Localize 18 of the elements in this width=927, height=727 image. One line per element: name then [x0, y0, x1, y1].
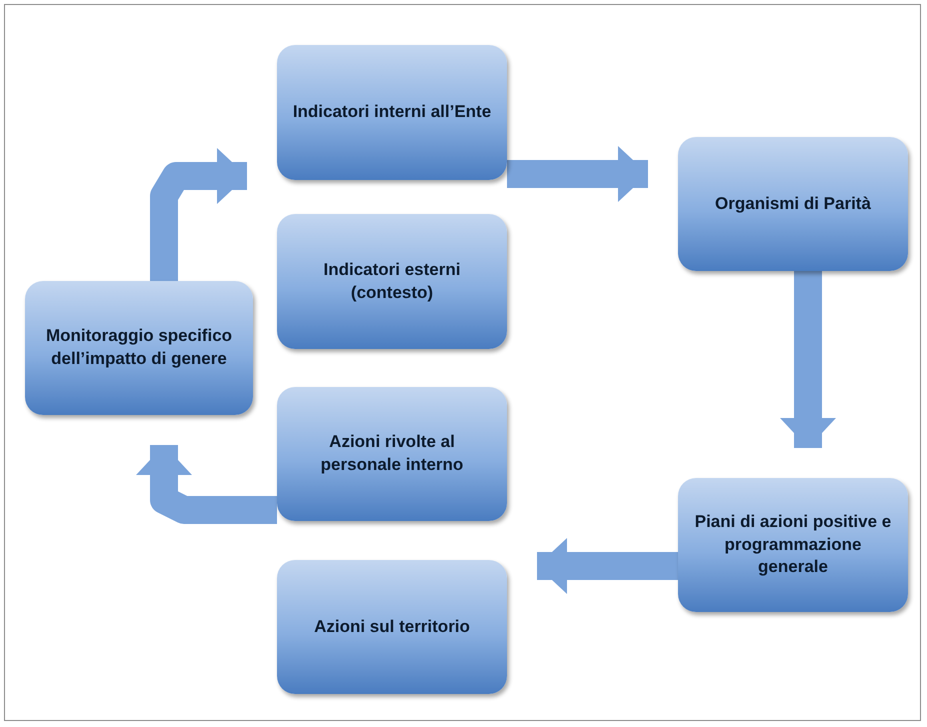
block-arrow [780, 271, 836, 448]
rounded-box [277, 45, 507, 180]
block-arrow [537, 538, 678, 594]
rounded-box [277, 387, 507, 521]
block-arrow [507, 146, 648, 202]
rounded-box [678, 478, 908, 612]
box-label: Piani di azioni positive e programmazione generale [694, 510, 892, 578]
box-label: Azioni sul territorio [314, 616, 470, 638]
rounded-box [277, 214, 507, 349]
box-label: Indicatori esterni (contesto) [322, 258, 462, 304]
box-label: Organismi di Parità [715, 192, 871, 215]
rounded-box [25, 281, 253, 415]
box-label: Indicatori interni all’Ente [292, 101, 492, 124]
rounded-box [277, 560, 507, 694]
box-label: Azioni rivolte al personale interno [320, 431, 464, 476]
box-label: Monitoraggio specifico dell’impatto di genere [44, 325, 234, 370]
rounded-box [678, 137, 908, 271]
block-arrow [136, 445, 277, 524]
